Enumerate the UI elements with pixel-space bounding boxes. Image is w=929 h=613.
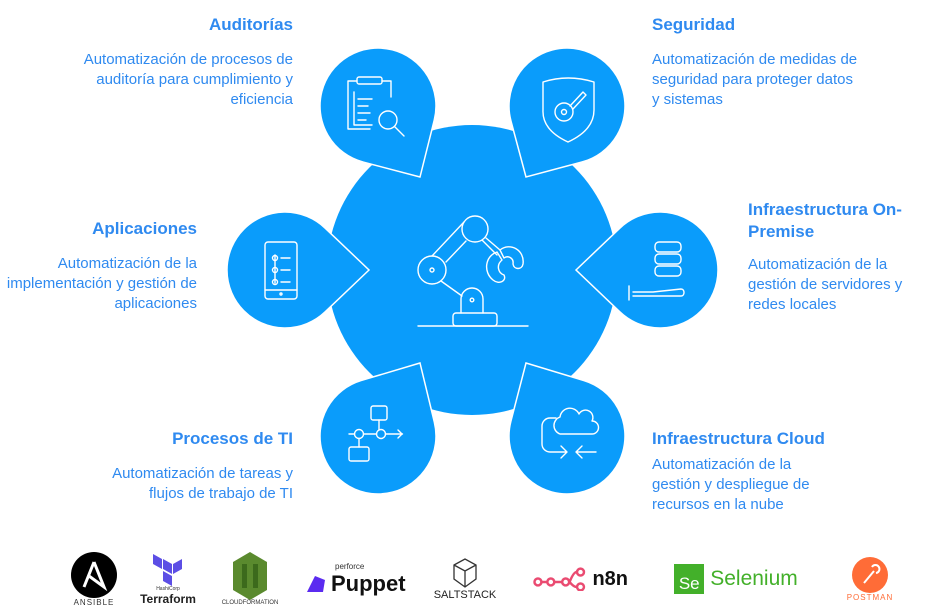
petal-workflow (319, 362, 437, 495)
item-auditorias: Auditorías Automatización de procesos de… (60, 14, 293, 110)
shield-key-icon (542, 77, 595, 143)
item-aplicaciones: Aplicaciones Automatización de la implem… (0, 218, 197, 314)
workflow-icon (348, 405, 404, 462)
item-on-premise: Infraestructura On-Premise Automatizació… (748, 199, 926, 315)
n8n-logo: n8n (533, 545, 628, 613)
clipboard-search-icon (347, 76, 405, 137)
ansible-logo: ANSIBLE (66, 545, 122, 613)
item-desc: Automatización de procesos de auditoría … (83, 51, 293, 108)
item-title: Seguridad (652, 15, 736, 34)
item-title: Procesos de TI (172, 429, 293, 448)
center-hub (327, 125, 617, 415)
petal-cloud-sync (508, 362, 626, 495)
cloudformation-logo: CLOUDFORMATION (215, 545, 285, 613)
server-hand-icon (628, 241, 685, 301)
item-desc: Automatización de la gestión y despliegu… (652, 456, 810, 513)
item-title: Infraestructura Cloud (652, 429, 825, 448)
item-seguridad: Seguridad Automatización de medidas de s… (652, 14, 862, 110)
item-desc: Automatización de tareas y flujos de tra… (112, 465, 293, 502)
item-title: Auditorías (208, 15, 293, 34)
petal-clipboard-search (319, 47, 437, 178)
robot-arm-icon (417, 215, 529, 327)
item-cloud: Infraestructura Cloud Automatización de … (652, 428, 842, 515)
petal-server-hand (574, 211, 719, 329)
cloud-sync-icon (541, 407, 600, 459)
item-procesos-ti: Procesos de TI Automatización de tareas … (80, 428, 293, 504)
tool-logos: ANSIBLE HashiCorp Terraform CLOUDFORMATI… (0, 545, 929, 613)
item-title: Infraestructura On-Premise (748, 200, 902, 241)
item-desc: Automatización de la gestión de servidor… (748, 256, 903, 313)
puppet-logo: perforce Puppet (305, 545, 410, 613)
item-desc: Automatización de la implementación y ge… (6, 255, 197, 312)
saltstack-logo: SALTSTACK (425, 545, 505, 613)
postman-logo: POSTMAN (835, 545, 905, 613)
selenium-logo: Se Selenium (668, 545, 804, 613)
diagram (226, 47, 719, 495)
item-title: Aplicaciones (92, 219, 197, 238)
item-desc: Automatización de medidas de seguridad p… (652, 51, 858, 108)
petal-mobile-app (226, 211, 371, 329)
mobile-app-icon (264, 241, 298, 300)
terraform-logo: HashiCorp Terraform (138, 545, 198, 613)
